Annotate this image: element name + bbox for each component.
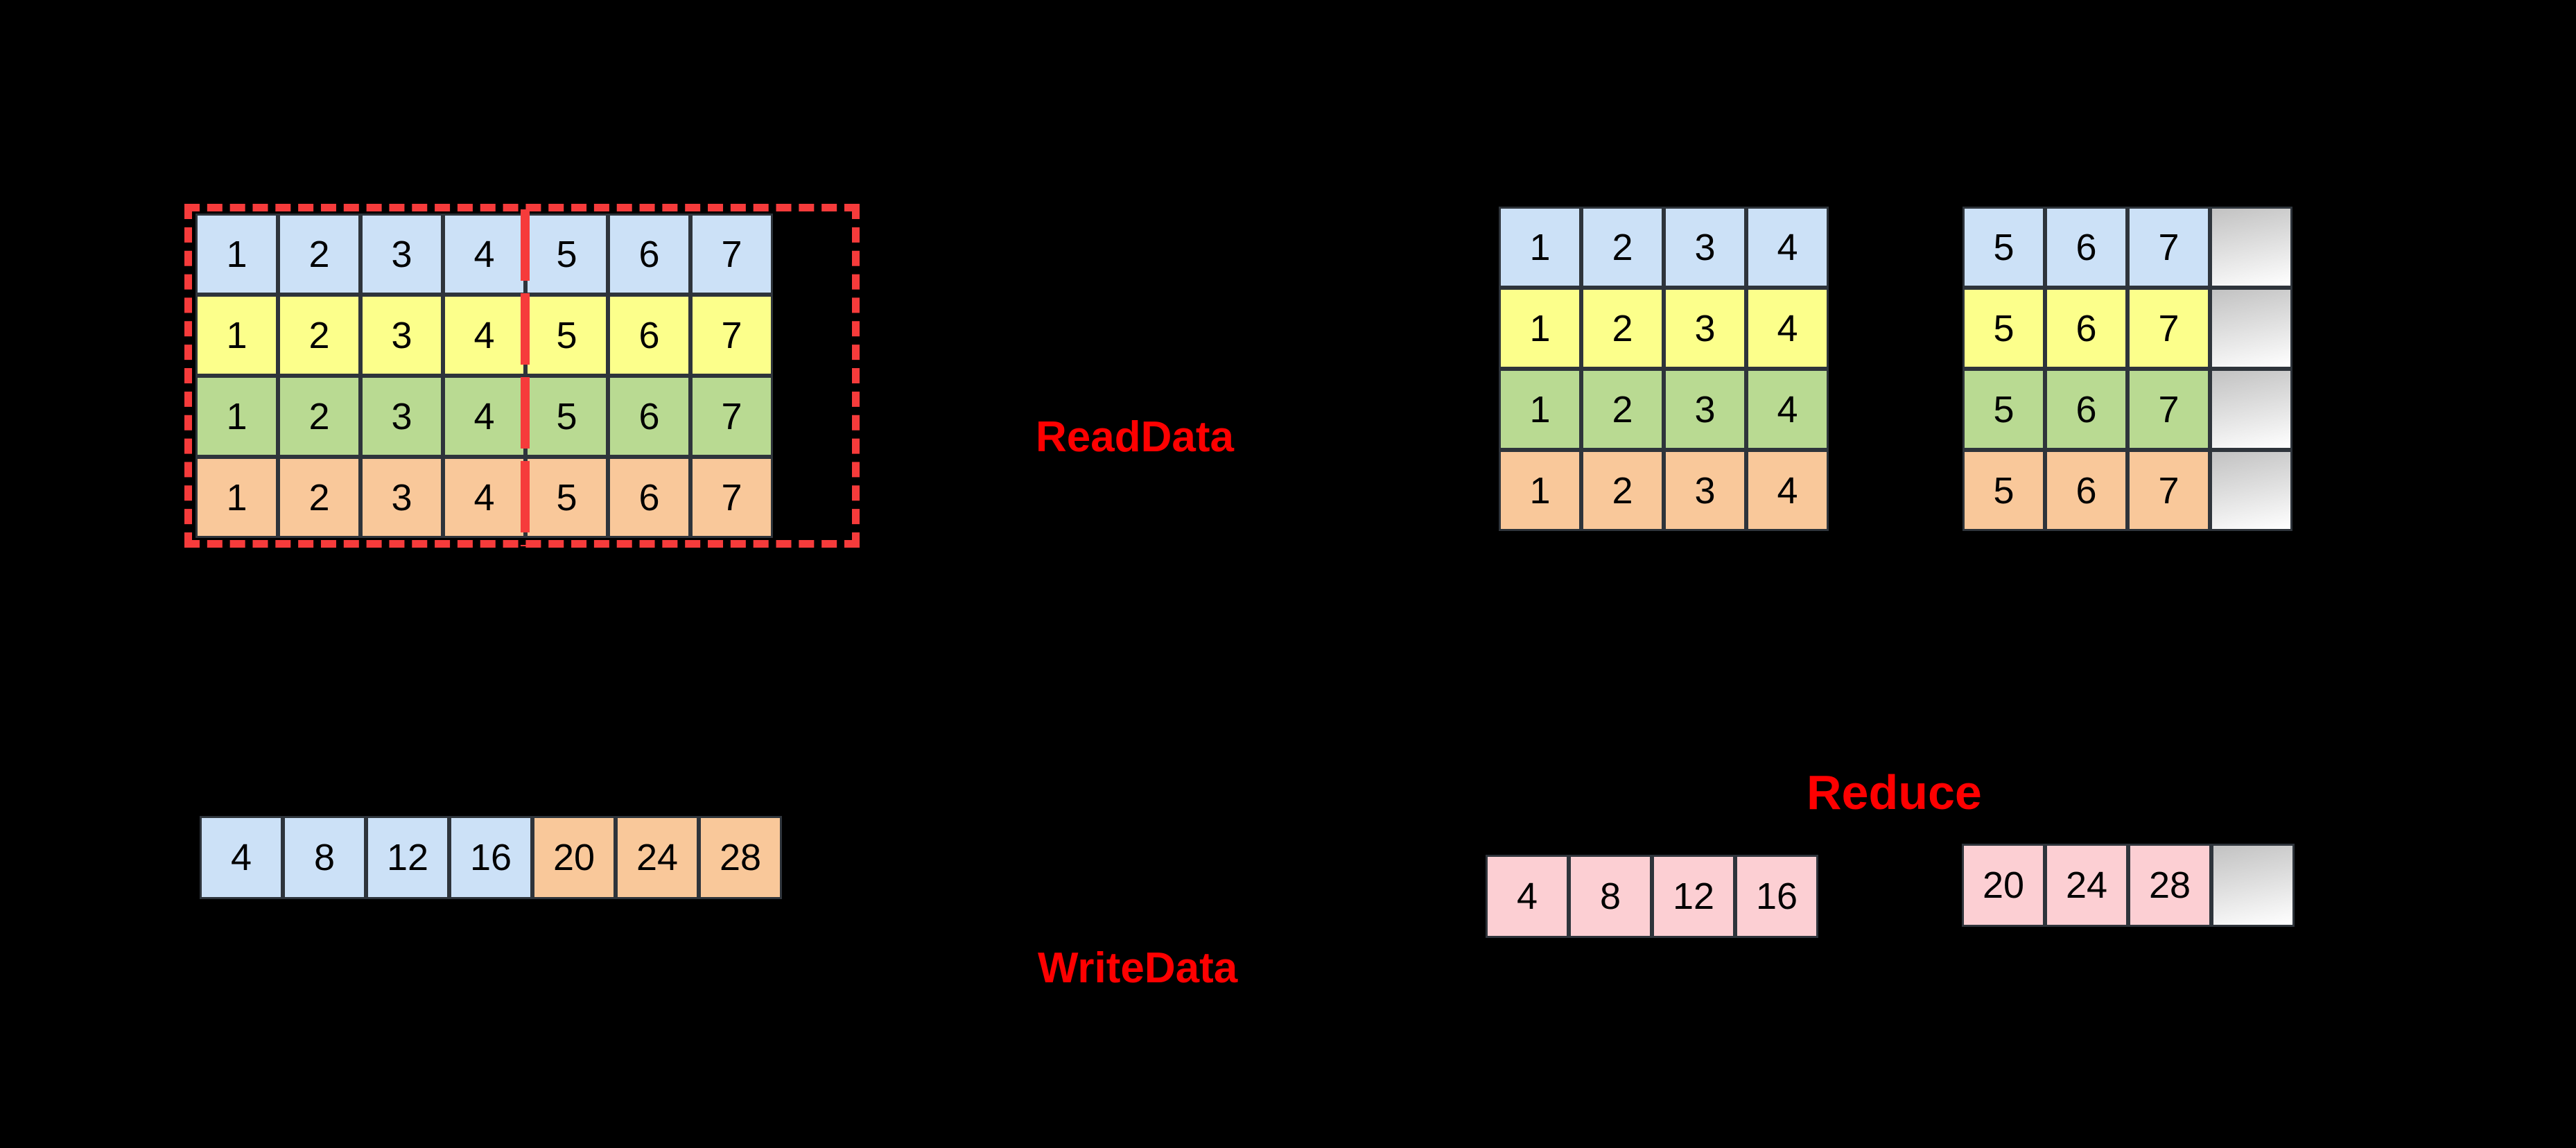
value-cell: 6 [608,376,690,457]
value-cell: 3 [1664,288,1746,369]
reduce-label: Reduce [1807,765,1982,819]
value-cell: 6 [608,457,690,538]
value-cell: 2 [1581,369,1664,450]
split-line [521,209,530,546]
value-cell: 4 [1486,855,1569,938]
value-cell: 5 [525,214,608,295]
value-cell: 4 [1746,207,1829,288]
value-cell: 2 [278,457,360,538]
value-cell: 7 [690,457,773,538]
value-cell: 3 [360,457,443,538]
value-cell: 7 [690,295,773,376]
value-cell: 6 [608,214,690,295]
value-cell: 2 [278,214,360,295]
value-cell: 4 [1746,450,1829,531]
value-cell: 6 [2045,288,2127,369]
empty-gradient-cell [2210,369,2292,450]
value-cell: 2 [1581,207,1664,288]
value-cell: 2 [1581,450,1664,531]
value-cell: 4 [200,816,283,899]
value-cell: 4 [1746,369,1829,450]
value-cell: 5 [525,457,608,538]
value-cell: 24 [616,816,699,899]
value-cell: 28 [2128,844,2211,927]
value-cell: 1 [195,295,278,376]
value-cell: 6 [2045,207,2127,288]
value-cell: 4 [1746,288,1829,369]
value-cell: 5 [1963,207,2045,288]
value-cell: 7 [2127,369,2210,450]
value-cell: 3 [1664,450,1746,531]
value-cell: 1 [1499,207,1581,288]
value-cell: 2 [278,376,360,457]
value-cell: 3 [1664,207,1746,288]
empty-gradient-cell [2210,450,2292,531]
value-cell: 4 [443,457,525,538]
value-cell: 5 [525,376,608,457]
value-cell: 8 [283,816,366,899]
value-cell: 3 [360,214,443,295]
value-cell: 28 [699,816,782,899]
value-cell: 6 [2045,450,2127,531]
value-cell: 7 [690,376,773,457]
readdata-label: ReadData [1036,413,1234,461]
value-cell: 20 [1962,844,2045,927]
value-cell: 24 [2045,844,2128,927]
value-cell: 5 [1963,450,2045,531]
value-cell: 6 [608,295,690,376]
value-cell: 7 [2127,288,2210,369]
value-cell: 12 [366,816,449,899]
value-cell: 3 [360,295,443,376]
value-cell: 1 [195,214,278,295]
value-cell: 16 [449,816,532,899]
empty-gradient-cell [2210,207,2292,288]
value-cell: 7 [2127,207,2210,288]
value-cell: 7 [690,214,773,295]
value-cell: 2 [1581,288,1664,369]
value-cell: 4 [443,295,525,376]
value-cell: 1 [1499,288,1581,369]
value-cell: 16 [1735,855,1818,938]
value-cell: 2 [278,295,360,376]
value-cell: 7 [2127,450,2210,531]
value-cell: 1 [195,376,278,457]
value-cell: 3 [360,376,443,457]
empty-gradient-cell [2210,288,2292,369]
value-cell: 3 [1664,369,1746,450]
value-cell: 5 [525,295,608,376]
value-cell: 20 [532,816,616,899]
value-cell: 5 [1963,288,2045,369]
value-cell: 8 [1569,855,1652,938]
value-cell: 12 [1652,855,1735,938]
value-cell: 1 [195,457,278,538]
value-cell: 4 [443,376,525,457]
value-cell: 1 [1499,450,1581,531]
value-cell: 6 [2045,369,2127,450]
value-cell: 1 [1499,369,1581,450]
writedata-label: WriteData [1038,944,1238,992]
value-cell: 5 [1963,369,2045,450]
value-cell: 4 [443,214,525,295]
empty-gradient-cell [2211,844,2295,927]
